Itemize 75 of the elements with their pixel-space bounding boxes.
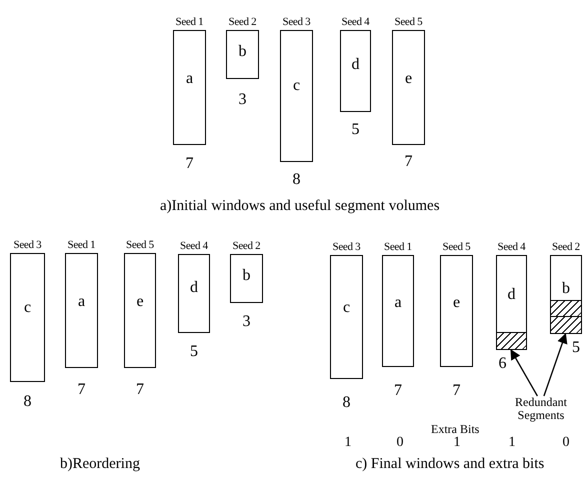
caption: a)Initial windows and useful segment volumes — [160, 199, 440, 214]
window-bar — [230, 254, 263, 303]
window-bar — [330, 255, 363, 379]
volume-number: 5 — [572, 340, 580, 356]
window-bar — [173, 30, 206, 145]
seed-label: Seed 1 — [384, 242, 412, 253]
caption: c) Final windows and extra bits — [356, 457, 544, 472]
window-bar — [496, 255, 527, 349]
seed-label: Seed 3 — [14, 240, 42, 251]
bit-value: 0 — [562, 436, 570, 450]
bit-value: 1 — [344, 436, 352, 450]
window-bar — [10, 253, 45, 382]
window-bar — [280, 30, 313, 162]
segment-letter: b — [242, 268, 252, 284]
segment-letter: b — [238, 44, 248, 60]
window-bar — [226, 30, 259, 79]
segment-letter: a — [76, 294, 86, 310]
axis-title: Extra Bits — [431, 423, 480, 435]
bit-value: 1 — [454, 436, 460, 450]
seed-label: Seed 3 — [332, 242, 360, 253]
seed-label: Seed 5 — [126, 240, 154, 251]
seed-label: Seed 5 — [442, 242, 470, 253]
volume-number: 8 — [24, 394, 32, 410]
window-bar — [382, 255, 414, 367]
volume-number: 7 — [186, 156, 194, 172]
seed-label: Seed 3 — [282, 17, 310, 28]
volume-number: 7 — [404, 154, 412, 170]
seed-label: Seed 2 — [552, 242, 580, 253]
bit-value: 1 — [508, 436, 516, 450]
segment-letter: b — [561, 281, 571, 297]
volume-number: 6 — [498, 356, 506, 372]
segment-letter: d — [350, 57, 360, 73]
volume-number: 7 — [394, 383, 402, 399]
caption: b)Reordering — [60, 457, 140, 472]
segment-letter: c — [22, 300, 32, 316]
seed-label: Seed 5 — [394, 17, 422, 28]
segment-letter: c — [292, 78, 302, 94]
volume-number: 3 — [242, 314, 250, 330]
volume-number: 7 — [78, 382, 86, 398]
seed-label: Seed 4 — [342, 17, 370, 28]
volume-number: 5 — [352, 122, 360, 138]
bit-value: 0 — [396, 436, 404, 450]
volume-number: 7 — [452, 383, 460, 399]
window-bar — [440, 255, 473, 367]
leader-line — [543, 333, 568, 396]
volume-number: 5 — [190, 344, 198, 360]
seed-label: Seed 2 — [228, 17, 256, 28]
seed-label: Seed 1 — [68, 240, 96, 251]
window-bar — [392, 30, 425, 145]
seed-label: Seed 1 — [176, 17, 204, 28]
hatched-segment — [550, 300, 582, 317]
seed-label: Seed 2 — [232, 241, 260, 252]
window-bar — [178, 254, 210, 333]
window-bar — [550, 255, 582, 333]
window-bar — [124, 253, 156, 368]
segment-letter: c — [342, 300, 352, 316]
segment-letter: e — [452, 295, 462, 311]
segment-letter: e — [404, 71, 414, 87]
volume-number: 8 — [342, 395, 350, 411]
window-bar — [340, 30, 371, 112]
hatched-segment — [496, 332, 526, 350]
window-bar — [65, 253, 98, 368]
callout-label: Redundant Segments — [510, 396, 572, 422]
segment-letter: a — [184, 71, 194, 87]
segment-letter: d — [189, 280, 199, 296]
volume-number: 3 — [238, 92, 246, 108]
segment-letter: a — [393, 295, 403, 311]
volume-number: 8 — [292, 172, 300, 188]
seed-label: Seed 4 — [498, 242, 526, 253]
leader-line — [510, 349, 538, 396]
hatched-segment — [550, 316, 582, 334]
volume-number: 7 — [136, 382, 144, 398]
segment-letter: e — [135, 294, 145, 310]
segment-letter: d — [506, 287, 516, 303]
seed-label: Seed 4 — [180, 241, 208, 252]
